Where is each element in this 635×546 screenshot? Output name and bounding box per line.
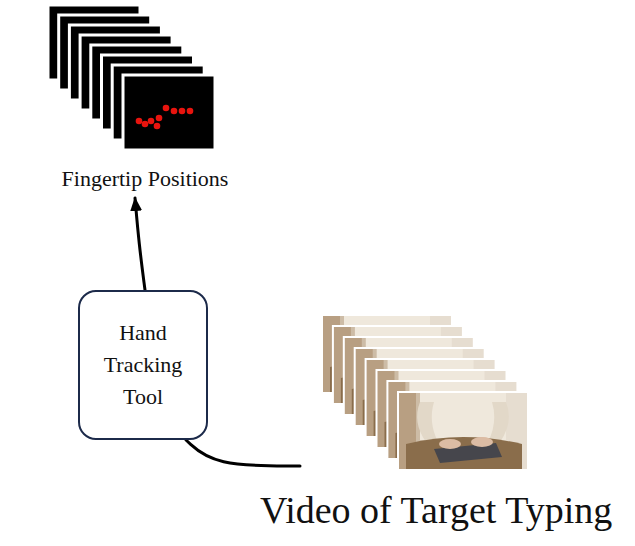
fingertip-dot — [179, 108, 186, 115]
fingertip-frame-stack — [48, 5, 215, 150]
frame-edge — [398, 392, 528, 470]
box-label: Hand Tracking Tool — [97, 317, 189, 413]
fingertip-dot — [156, 115, 163, 122]
frame-stack-node: Fingertip Positions — [40, 2, 250, 198]
fingertip-dot — [171, 108, 178, 115]
connector-arrow — [135, 198, 145, 290]
caption-text: Video of Target Typing — [260, 488, 575, 534]
fingertip-dot — [136, 118, 143, 125]
video-frame — [398, 392, 528, 470]
process-box: Hand Tracking Tool — [78, 290, 208, 440]
fingertip-dot — [187, 108, 194, 115]
fingertip-dot — [154, 123, 161, 130]
connector-line — [186, 440, 300, 466]
fingertip-dots — [136, 105, 194, 130]
video-stack-node: Video of Target Typing — [300, 312, 535, 474]
caption-text: Fingertip Positions — [0, 166, 290, 192]
video-frame-stack — [322, 315, 528, 470]
fingertip-dot — [142, 121, 149, 128]
frame — [123, 75, 215, 150]
fingertip-dot — [163, 105, 170, 112]
fingertip-dot — [148, 118, 155, 125]
